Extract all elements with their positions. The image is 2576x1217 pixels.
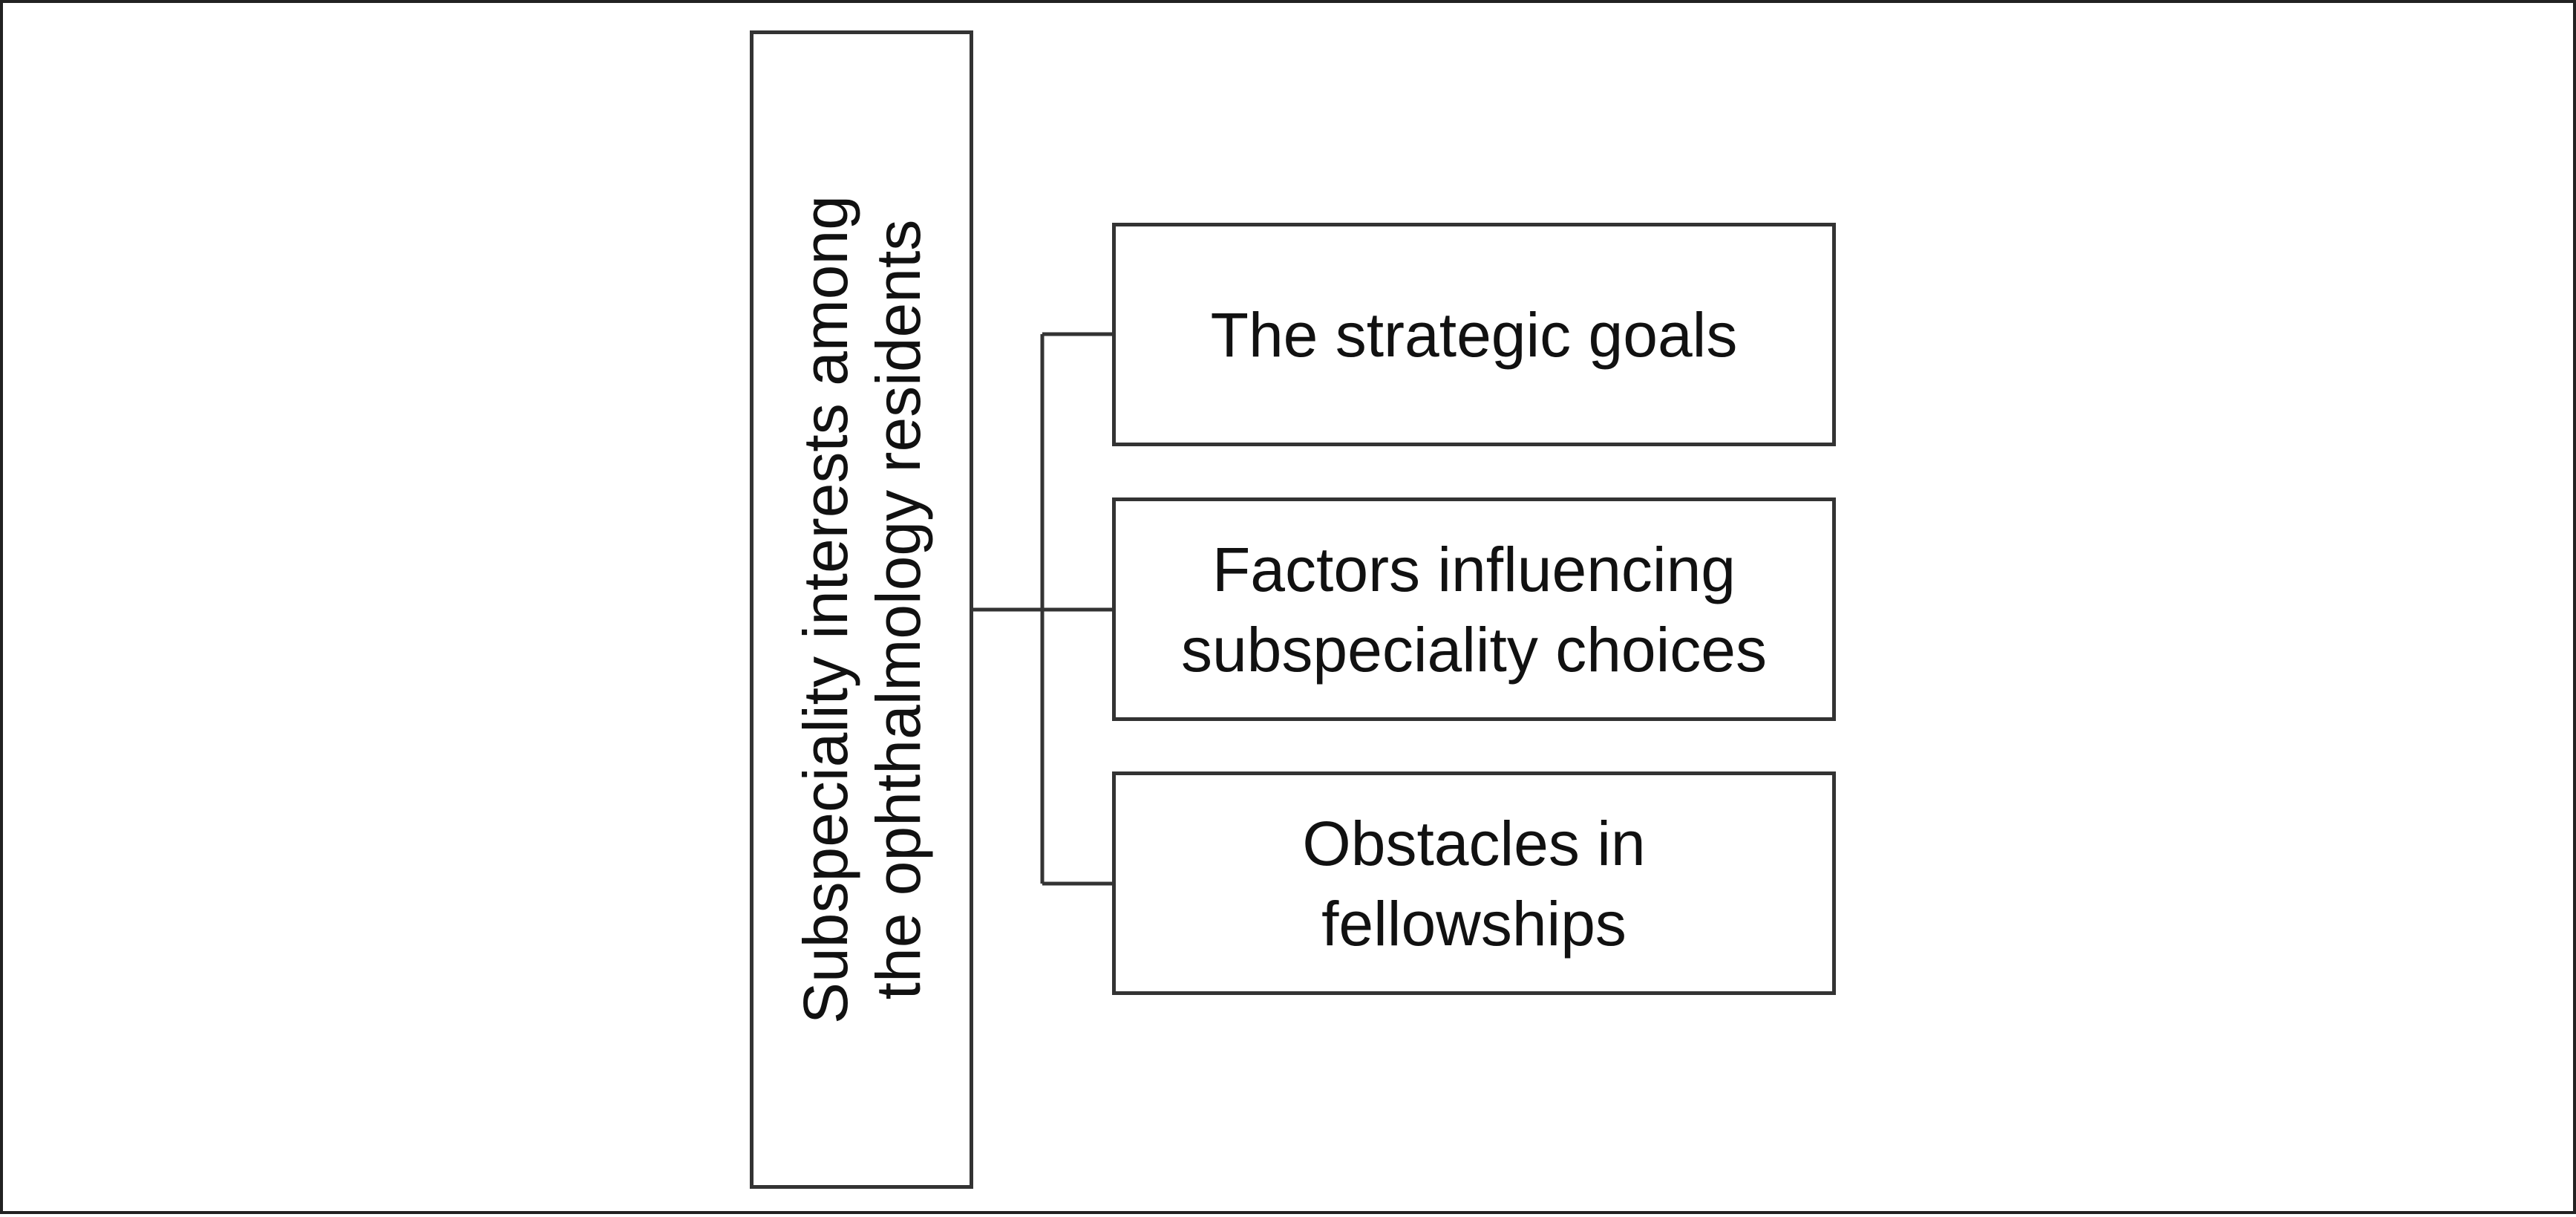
factors-box: Factors influencing subspeciality choice… — [1112, 497, 1836, 721]
strategic-goals-label: The strategic goals — [1210, 299, 1738, 370]
main-topic-label: Subspeciality interests among the ophtha… — [790, 195, 933, 1024]
main-topic-box: Subspeciality interests among the ophtha… — [750, 30, 973, 1189]
obstacles-box: Obstacles in fellowships — [1112, 771, 1836, 995]
strategic-goals-box: The strategic goals — [1112, 223, 1836, 446]
factors-label: Factors influencing subspeciality choice… — [1180, 534, 1768, 685]
obstacles-label: Obstacles in fellowships — [1302, 808, 1646, 959]
connector-lines — [973, 332, 1112, 886]
